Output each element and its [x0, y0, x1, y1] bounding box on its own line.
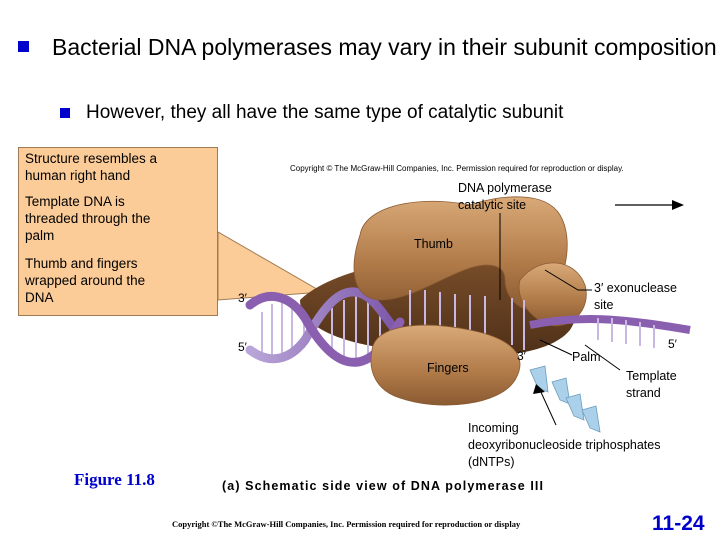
page-number: 11-24: [652, 512, 705, 535]
fingers-domain-shape: [370, 324, 521, 406]
palm-label: Palm: [572, 350, 601, 364]
bullet-square-icon: [60, 108, 70, 118]
dntps-label: Incoming deoxyribonucleoside triphosphat…: [468, 421, 661, 469]
figure-copyright: Copyright © The McGraw-Hill Companies, I…: [290, 164, 624, 173]
sub-bullet-text: However, they all have the same type of …: [86, 102, 564, 123]
main-bullet: Bacterial DNA polymerases may vary in th…: [18, 30, 718, 64]
footer-copyright: Copyright ©The McGraw-Hill Companies, In…: [172, 519, 521, 529]
callout-line: Structure resembles a: [25, 151, 158, 166]
exonuclease-label: 3′ exonuclease site: [594, 281, 677, 312]
callout-line: DNA: [25, 290, 54, 305]
prime-label: 5′: [238, 340, 247, 354]
dntp-molecules: [529, 365, 601, 433]
figure-caption: (a) Schematic side view of DNA polymeras…: [222, 479, 545, 493]
callout-line: wrapped around the: [25, 273, 146, 288]
main-bullet-text: Bacterial DNA polymerases may vary in th…: [52, 34, 717, 60]
leader-lines: [499, 213, 621, 426]
thumb-label: Thumb: [414, 237, 453, 251]
exonuclease-domain-shape: [518, 262, 587, 327]
template-strand-label: Template strand: [626, 369, 677, 400]
callout-line: threaded through the: [25, 211, 151, 226]
prime-label: 5′: [668, 337, 677, 351]
callout-line: human right hand: [25, 168, 131, 183]
callout-pointer: [217, 231, 324, 301]
direction-arrowhead-icon: [672, 200, 684, 210]
fingers-label: Fingers: [427, 361, 469, 375]
callout-box: Structure resembles a human right hand T…: [18, 147, 218, 316]
callout-line: palm: [25, 228, 55, 243]
sub-bullet: However, they all have the same type of …: [60, 100, 720, 126]
callout-line: Thumb and fingers: [25, 256, 138, 271]
dntp-arrowhead-icon: [533, 384, 545, 394]
catalytic-site-label: DNA polymerase catalytic site: [458, 181, 552, 212]
bullet-square-icon: [18, 41, 29, 52]
callout-line: Template DNA is: [25, 194, 125, 209]
prime-label: 3′: [238, 291, 247, 305]
prime-label: 3′: [517, 349, 526, 363]
figure-number: Figure 11.8: [74, 470, 155, 489]
